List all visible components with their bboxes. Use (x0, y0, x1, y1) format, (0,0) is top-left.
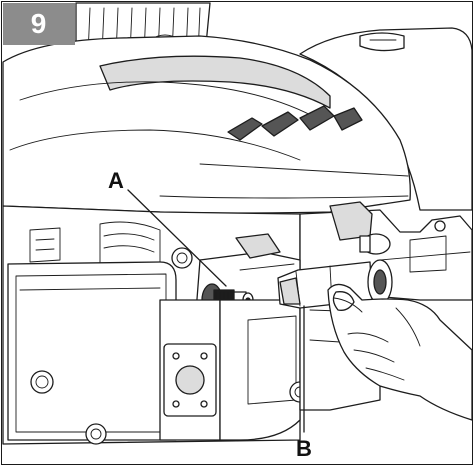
block-bolt (171, 247, 193, 269)
hand (327, 283, 473, 421)
shroud-vents (227, 105, 363, 141)
fuel-cap (359, 32, 405, 52)
step-number-badge: 9 (3, 3, 75, 45)
muffler (7, 261, 241, 445)
step-number: 9 (30, 8, 48, 39)
callout-a-leader (127, 189, 227, 287)
shroud-top-panel (99, 55, 331, 109)
callout-label-a: A (108, 168, 124, 193)
callout-label-b: B (296, 436, 312, 461)
